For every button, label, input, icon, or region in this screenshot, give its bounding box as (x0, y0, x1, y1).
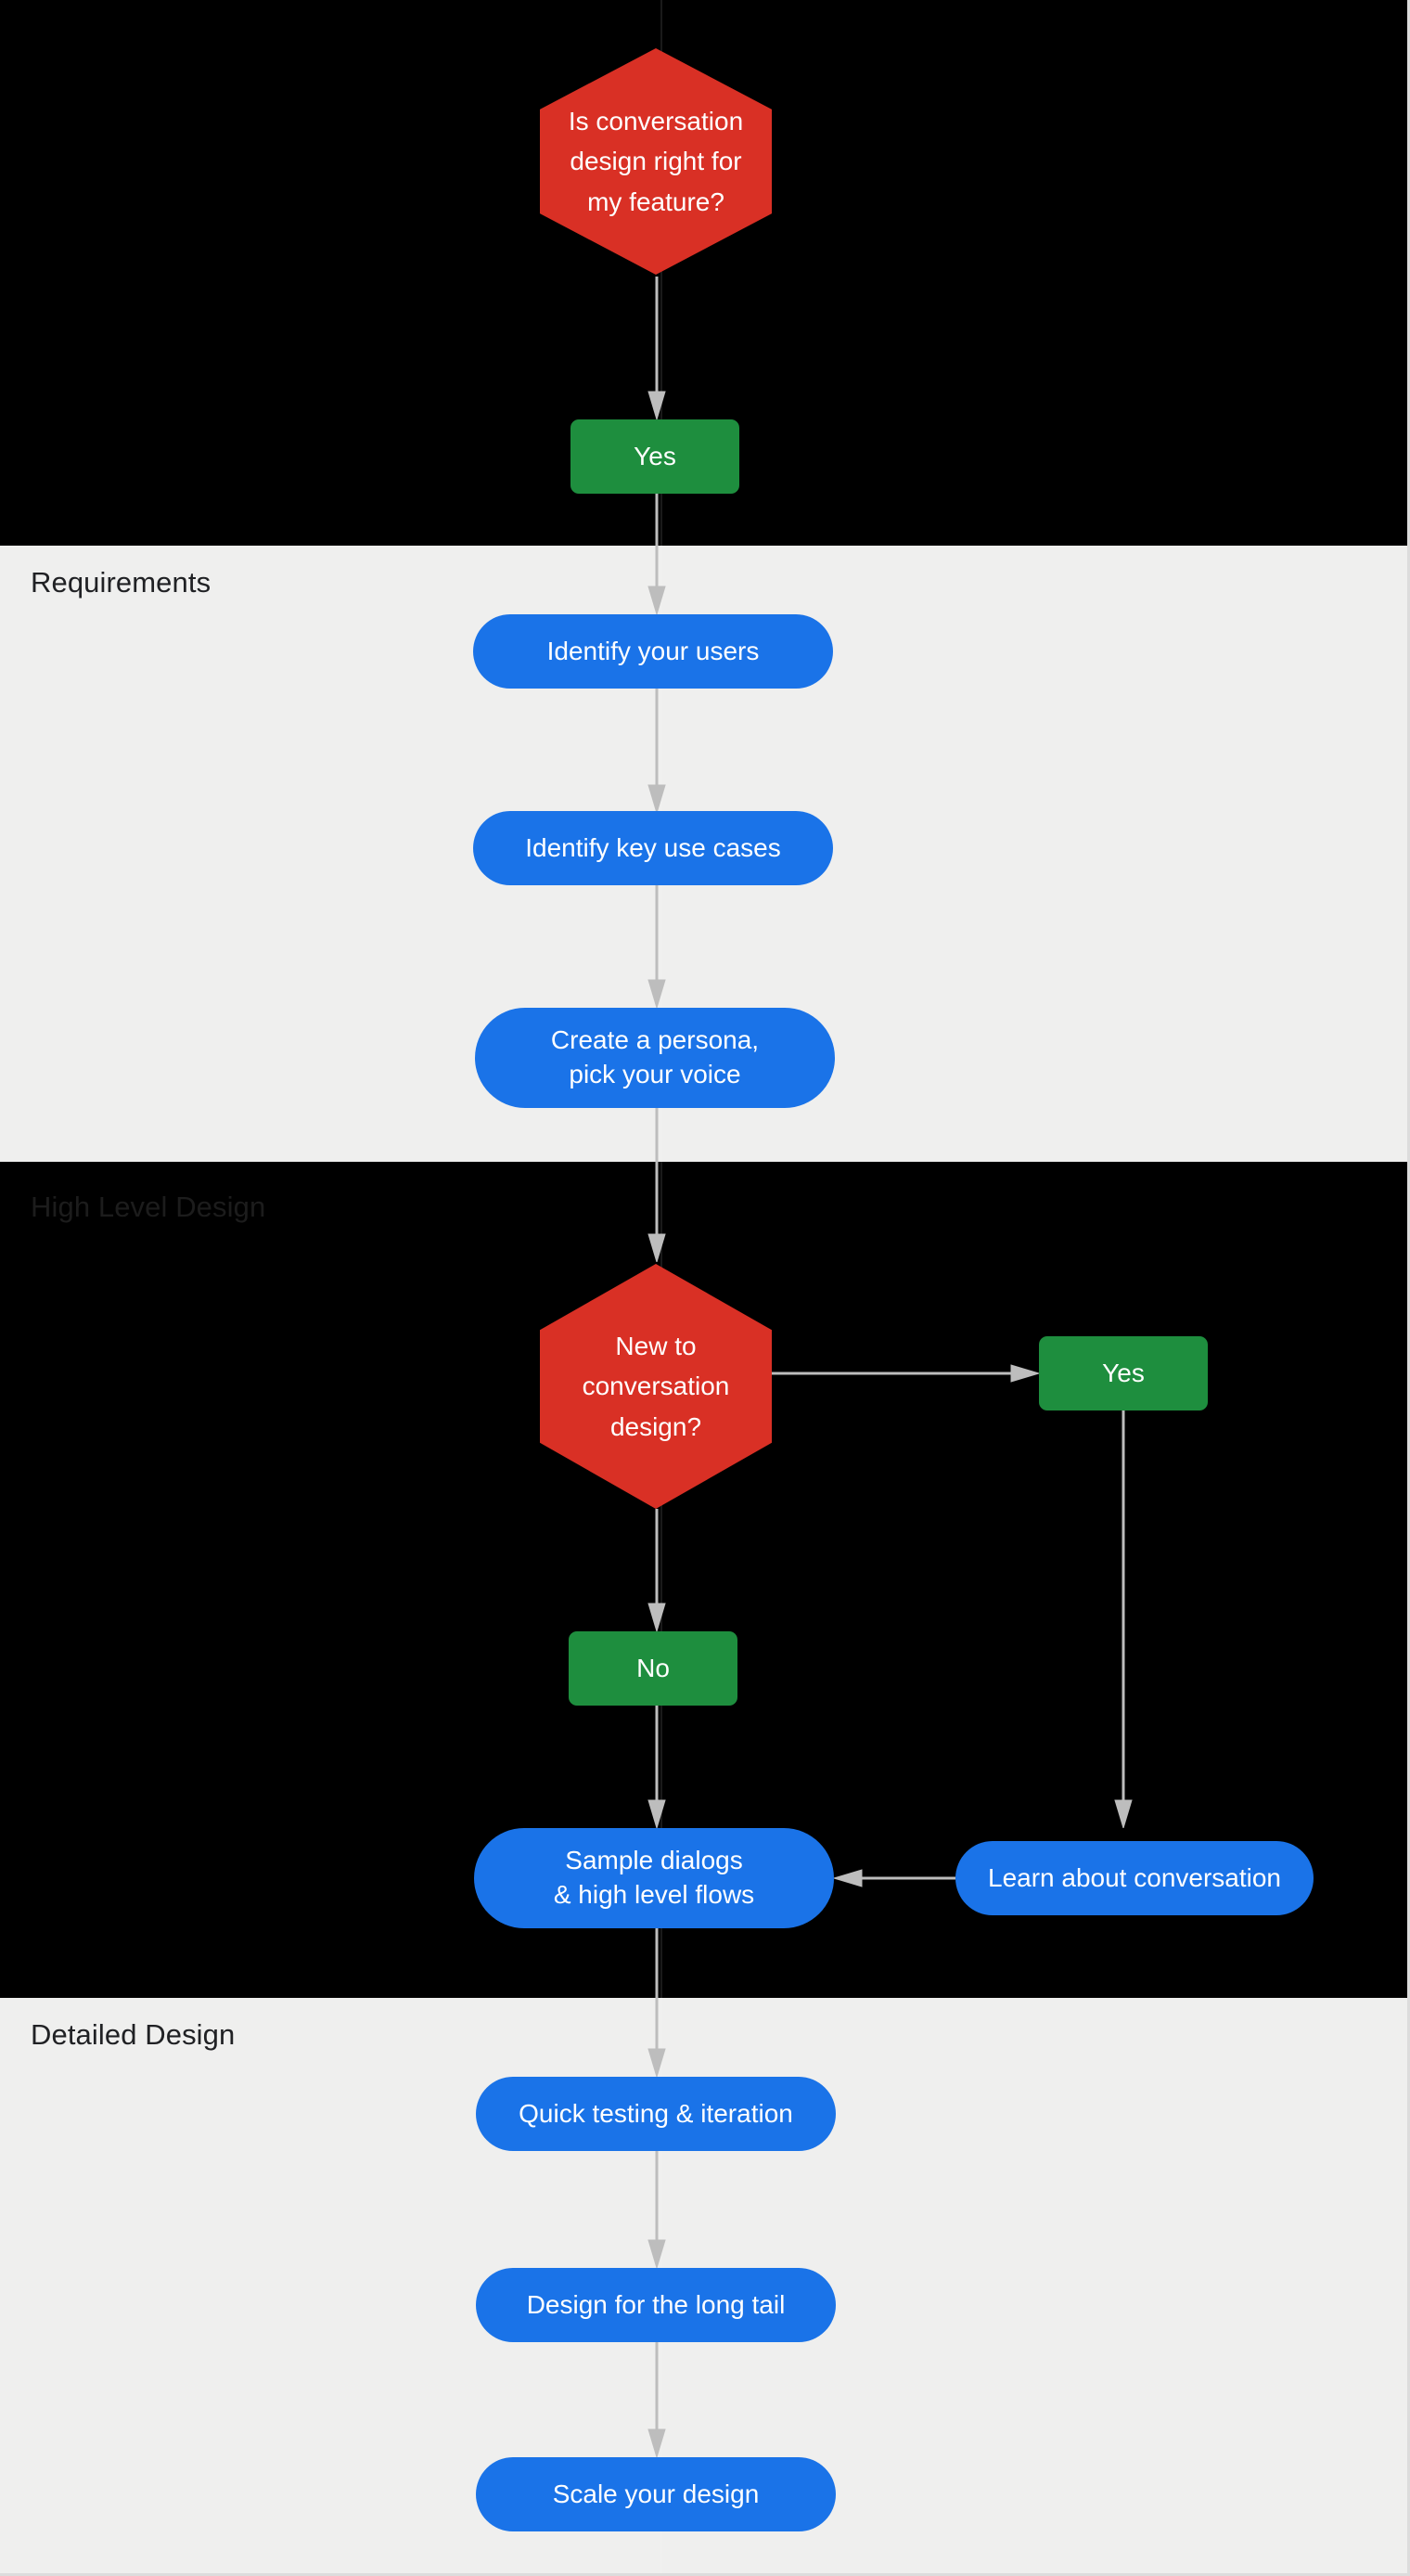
step-node-create-persona-pick-voice[interactable]: Create a persona, pick your voice (475, 1008, 835, 1108)
answer-chip-yes-1[interactable]: Yes (570, 419, 739, 494)
step-node-line-2: pick your voice (569, 1060, 741, 1088)
step-node-learn-about-conversation[interactable]: Learn about conversation (955, 1841, 1314, 1915)
decision-node-line-2: design right for (570, 147, 742, 176)
section-title-requirements: Requirements (31, 566, 212, 599)
decision-node-line-1: New to (615, 1331, 697, 1360)
decision-node-line-2: conversation (582, 1372, 730, 1401)
answer-chip-no[interactable]: No (569, 1631, 737, 1706)
section-title-high-level-design: High Level Design (31, 1191, 266, 1223)
decision-node-line-3: design? (609, 1411, 702, 1441)
step-node-sample-dialogs-high-level-flows[interactable]: Sample dialogs & high level flows (474, 1828, 834, 1928)
step-node-quick-testing-iteration[interactable]: Quick testing & iteration (476, 2077, 836, 2151)
step-node-line-2: & high level flows (553, 1880, 755, 1909)
step-node-line-1: Sample dialogs (565, 1846, 743, 1875)
section-title-detailed-design: Detailed Design (31, 2018, 236, 2051)
decision-node-line-3: my feature? (587, 187, 724, 216)
decision-node-line-1: Is conversation (568, 106, 744, 135)
step-node-identify-your-users[interactable]: Identify your users (473, 614, 833, 689)
answer-chip-yes-2[interactable]: Yes (1039, 1336, 1208, 1410)
step-node-identify-key-use-cases[interactable]: Identify key use cases (473, 811, 833, 885)
step-node-scale-your-design[interactable]: Scale your design (476, 2457, 836, 2531)
step-node-design-for-the-long-tail[interactable]: Design for the long tail (476, 2268, 836, 2342)
step-node-line-1: Create a persona, (550, 1025, 760, 1055)
